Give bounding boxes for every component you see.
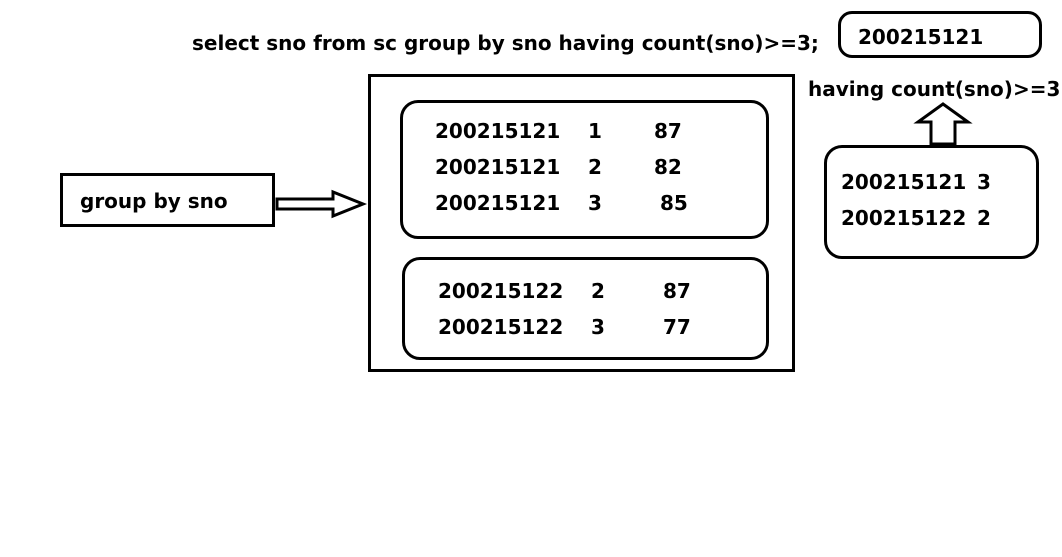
having-label: having count(sno)>=3 — [808, 77, 1061, 101]
grade-cell: 87 — [663, 279, 691, 303]
counts-box: 200215121 3 200215122 2 — [824, 145, 1039, 259]
count-cell: 2 — [977, 206, 991, 230]
grade-cell: 82 — [654, 155, 682, 179]
cno-cell: 2 — [588, 155, 602, 179]
grade-cell: 77 — [663, 315, 691, 339]
cno-cell: 2 — [591, 279, 605, 303]
sno-cell: 200215122 — [841, 206, 967, 230]
group-by-label: group by sno — [80, 189, 228, 213]
sno-cell: 200215122 — [438, 279, 564, 303]
cno-cell: 3 — [588, 191, 602, 215]
sno-cell: 200215121 — [435, 119, 561, 143]
result-box: 200215121 — [838, 11, 1042, 58]
right-arrow-icon — [275, 189, 368, 219]
cno-cell: 1 — [588, 119, 602, 143]
groups-container: 200215121 1 87 200215121 2 82 200215121 … — [368, 74, 795, 372]
group-2: 200215122 2 87 200215122 3 77 — [402, 257, 769, 360]
grade-cell: 85 — [660, 191, 688, 215]
sql-query: select sno from sc group by sno having c… — [192, 31, 819, 55]
up-arrow-icon — [913, 102, 973, 146]
sno-cell: 200215121 — [435, 191, 561, 215]
group-1: 200215121 1 87 200215121 2 82 200215121 … — [400, 100, 769, 239]
sno-cell: 200215121 — [435, 155, 561, 179]
sno-cell: 200215122 — [438, 315, 564, 339]
count-cell: 3 — [977, 170, 991, 194]
sno-cell: 200215121 — [841, 170, 967, 194]
result-value: 200215121 — [858, 25, 984, 49]
group-by-box: group by sno — [60, 173, 275, 227]
grade-cell: 87 — [654, 119, 682, 143]
cno-cell: 3 — [591, 315, 605, 339]
